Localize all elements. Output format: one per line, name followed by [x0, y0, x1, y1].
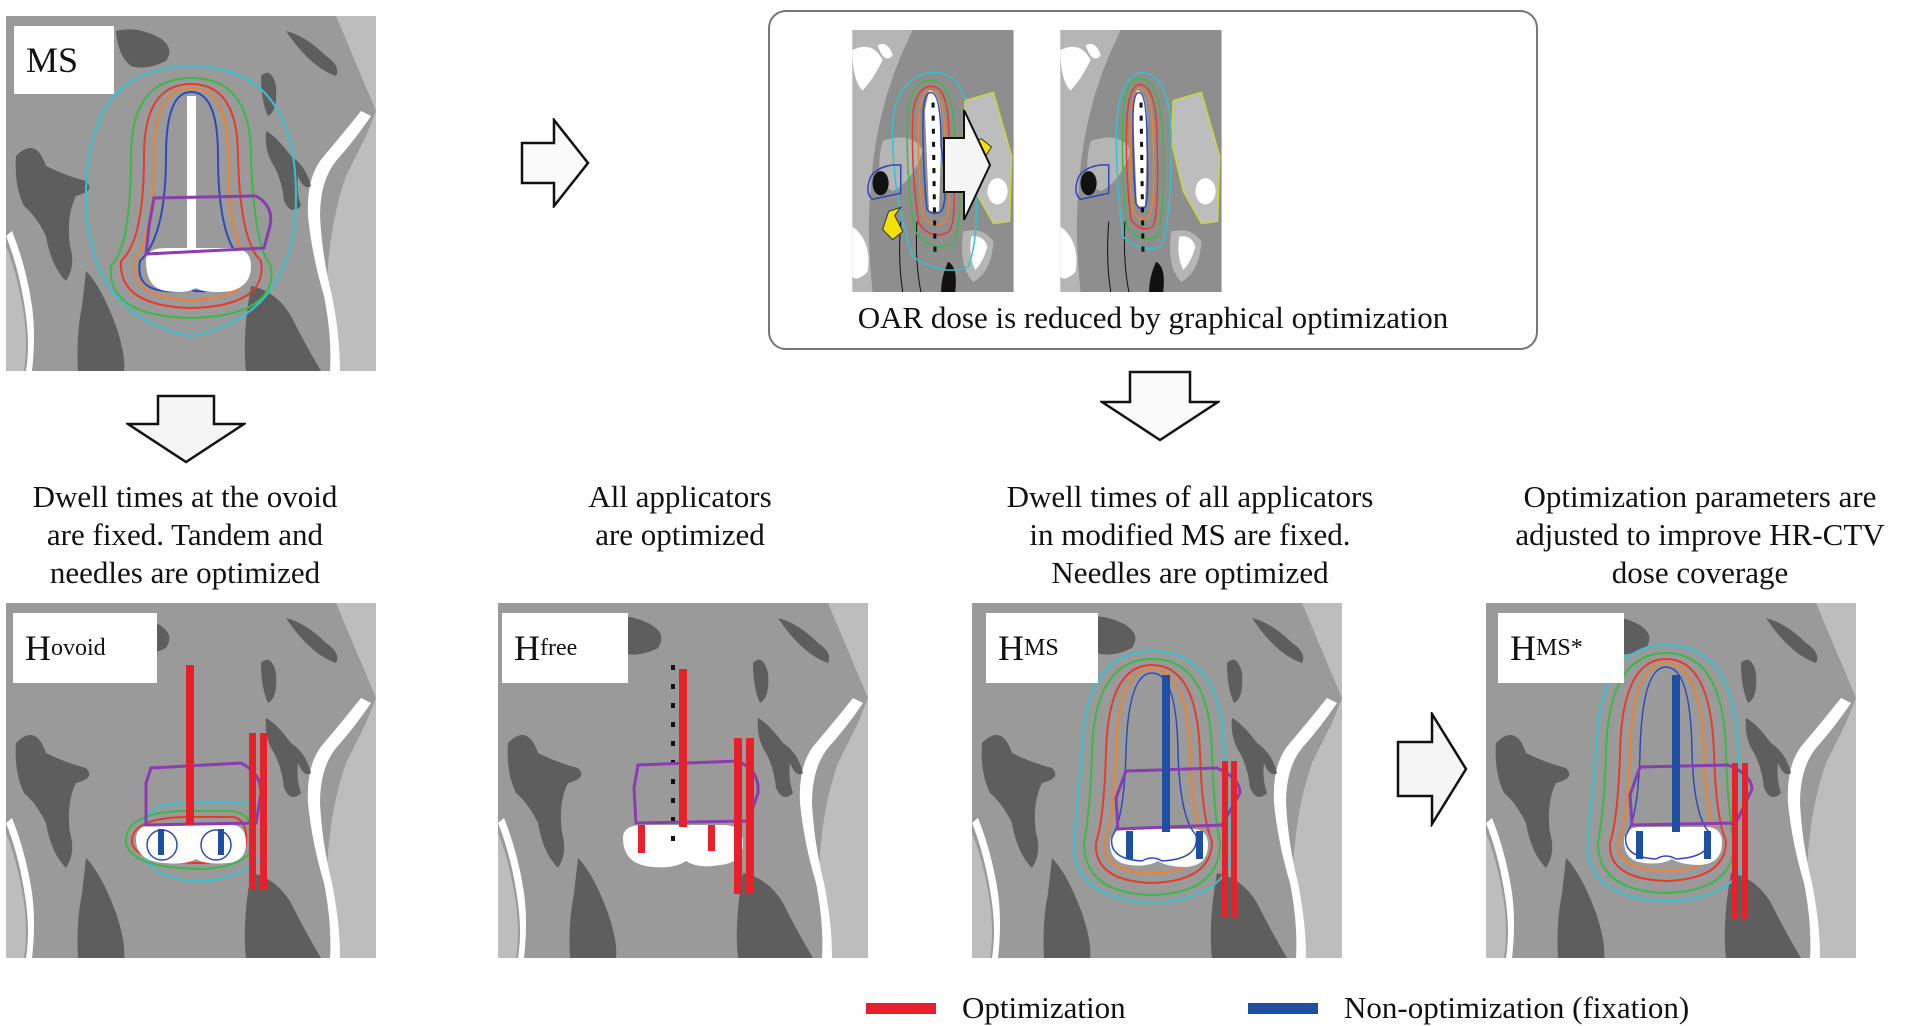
- isodose-blue: [922, 91, 946, 215]
- legend-label: Optimization: [962, 990, 1126, 1025]
- ovoid-source-fixed: [1704, 831, 1711, 859]
- ovoid: [146, 248, 251, 292]
- down-arrow-icon: [126, 394, 246, 464]
- isodose-green: [906, 79, 961, 248]
- tandem-optimized: [679, 669, 687, 827]
- h-ms-dose-image: [972, 603, 1342, 958]
- h-free-caption: All applicators are optimized: [588, 479, 772, 552]
- h-ovoid-caption: Dwell times at the ovoid are fixed. Tand…: [32, 479, 338, 590]
- hr-ctv-contour: [144, 194, 273, 256]
- ovoid-source-fixed: [1636, 831, 1643, 859]
- legend-label: Non-optimization (fixation): [1344, 990, 1690, 1025]
- isodose-blue: [1132, 91, 1149, 210]
- isodose-green: [109, 76, 273, 320]
- hr-ctv-contour: [1628, 763, 1754, 827]
- tandem-fixed: [1672, 675, 1680, 832]
- legend-optimization: Optimization: [866, 990, 1126, 1026]
- ovoid-source-fixed: [158, 829, 164, 855]
- ovoid-source-optimized: [708, 825, 715, 851]
- legend-fixation: Non-optimization (fixation): [1248, 990, 1689, 1026]
- isodose-cyan: [1115, 71, 1172, 250]
- h-free-dose-image: [498, 603, 868, 958]
- ovoid-source-fixed: [1196, 831, 1203, 859]
- graphical-optimization-box: OAR dose is reduced by graphical optimiz…: [768, 10, 1538, 350]
- needle-optimized: [260, 733, 267, 889]
- ms-label: MS: [14, 26, 114, 94]
- ovoid-source-optimized: [638, 825, 645, 853]
- isodose-cyan: [84, 64, 298, 338]
- right-arrow-icon: [943, 109, 992, 221]
- down-arrow-icon: [1100, 370, 1220, 442]
- ovoid-source-fixed: [218, 829, 224, 855]
- needle-optimized: [1732, 763, 1738, 919]
- ovoid: [136, 825, 246, 864]
- ms-dose-image: [6, 16, 376, 371]
- rectum-contour: [867, 164, 902, 201]
- legend-swatch-red: [866, 1002, 936, 1014]
- ms-panel: MS: [6, 16, 376, 378]
- isodose-orange: [132, 86, 250, 302]
- ovoid-source-fixed: [1126, 831, 1133, 859]
- needle-optimized: [1222, 761, 1228, 917]
- right-arrow-icon: [520, 118, 590, 208]
- yellow-arrow-icon: [882, 206, 904, 241]
- ms-label-main: MS: [26, 40, 79, 80]
- graphical-optimization-caption: OAR dose is reduced by graphical optimiz…: [857, 300, 1449, 335]
- ovoid: [1110, 829, 1208, 867]
- sagittal-after-image: [1060, 30, 1222, 292]
- hr-ctv-contour: [144, 761, 263, 827]
- tandem-fixed: [1162, 675, 1170, 832]
- needle-optimized: [746, 738, 754, 894]
- tandem-optimized: [186, 665, 194, 825]
- legend-swatch-blue: [1248, 1002, 1318, 1014]
- needle-optimized: [734, 738, 742, 894]
- needle-optimized: [1742, 763, 1748, 919]
- needle-optimized: [1231, 761, 1237, 917]
- rectum-contour: [1075, 164, 1110, 201]
- isodose-orange: [1129, 87, 1155, 220]
- h-ms-star-caption: Optimization parameters are adjusted to …: [1515, 479, 1885, 590]
- isodose-red: [119, 82, 263, 310]
- h-ms-caption: Dwell times of all applicators in modifi…: [1006, 479, 1374, 590]
- isodose-red: [1125, 83, 1159, 230]
- h-ms-star-dose-image: [1486, 603, 1856, 958]
- h-ovoid-dose-image: [6, 603, 376, 958]
- tandem: [187, 96, 196, 256]
- needle-optimized: [249, 733, 256, 889]
- right-arrow-icon: [1396, 712, 1468, 827]
